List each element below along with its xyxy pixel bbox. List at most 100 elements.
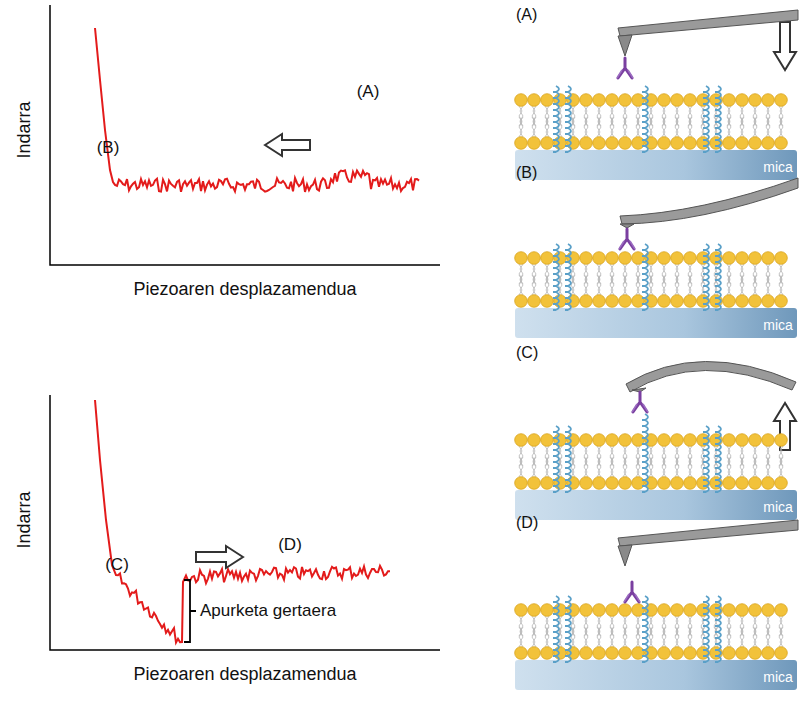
lipid-head — [762, 94, 775, 107]
curve-marker: (D) — [278, 536, 302, 555]
lipid-head — [541, 647, 554, 660]
lipid-head — [775, 94, 788, 107]
lipid-head — [619, 137, 632, 150]
protein-helix — [715, 426, 721, 492]
lipid-head — [723, 477, 736, 490]
lipid-head — [749, 252, 762, 265]
lipid-head — [515, 647, 528, 660]
lipid-head — [593, 477, 606, 490]
protein-helix — [642, 596, 648, 662]
lipid-head — [736, 434, 749, 447]
event-label: Apurketa gertaera — [200, 602, 336, 621]
lipid-head — [775, 295, 788, 308]
lipid-head — [684, 434, 697, 447]
lipid-head — [541, 434, 554, 447]
protein-helix — [553, 596, 559, 662]
afm-panel — [515, 361, 797, 520]
lipid-head — [736, 295, 749, 308]
protein-helix — [715, 596, 721, 662]
lipid-head — [528, 604, 541, 617]
lipid-head — [619, 604, 632, 617]
protein-helix — [642, 86, 648, 152]
lipid-head — [567, 295, 580, 308]
lipid-head — [723, 94, 736, 107]
lipid-head — [671, 604, 684, 617]
lipid-head — [671, 137, 684, 150]
protein-helix — [703, 244, 709, 310]
substrate-label: mica — [763, 318, 793, 333]
lipid-head — [723, 295, 736, 308]
lipid-head — [515, 252, 528, 265]
lipid-head — [684, 137, 697, 150]
axis-title: Piezoaren desplazamendua — [133, 280, 356, 300]
retract-curve — [95, 400, 390, 643]
lipid-head — [684, 477, 697, 490]
lipid-head — [515, 137, 528, 150]
afm-panel — [515, 178, 798, 338]
substrate-label: mica — [763, 160, 793, 175]
lipid-head — [684, 604, 697, 617]
lipid-head — [554, 647, 567, 660]
lipid-head — [606, 647, 619, 660]
lipid-head — [580, 94, 593, 107]
afm-tip — [618, 35, 632, 56]
axis-title: Indarra — [15, 491, 35, 548]
protein-helix — [703, 86, 709, 152]
lipid-head — [580, 295, 593, 308]
lipid-head — [528, 477, 541, 490]
lipid-head — [749, 434, 762, 447]
lipid-head — [593, 604, 606, 617]
lipid-head — [580, 434, 593, 447]
force-curves — [95, 28, 419, 643]
lipid-head — [632, 477, 645, 490]
antibody-chain — [632, 404, 648, 412]
cantilever — [626, 361, 796, 392]
lipid-head — [762, 295, 775, 308]
lipid-head — [528, 295, 541, 308]
protein-helix — [553, 426, 559, 492]
lipid-head — [567, 477, 580, 490]
lipid-head — [580, 137, 593, 150]
lipid-head — [684, 647, 697, 660]
lipid-head — [567, 137, 580, 150]
lipid-head — [528, 647, 541, 660]
afm-tip — [618, 545, 632, 566]
antibody-chain — [617, 70, 633, 78]
lipid-head — [593, 137, 606, 150]
lipid-head — [736, 94, 749, 107]
lipid-head — [632, 647, 645, 660]
antibody — [620, 229, 634, 249]
lipid-head — [541, 252, 554, 265]
axis-title: Piezoaren desplazamendua — [133, 665, 356, 685]
bracket — [184, 580, 196, 642]
lipid-head — [619, 252, 632, 265]
lipid-head — [736, 647, 749, 660]
lipid-head — [723, 252, 736, 265]
lipid-head — [775, 604, 788, 617]
lipid-head — [775, 434, 788, 447]
lipid-head — [749, 477, 762, 490]
lipid-head — [593, 647, 606, 660]
mica-substrate — [515, 660, 797, 690]
lipid-head — [606, 604, 619, 617]
lipid-head — [658, 647, 671, 660]
lipid-head — [593, 94, 606, 107]
lipid-head — [580, 604, 593, 617]
protein-helix — [553, 86, 559, 152]
protein-helix — [565, 426, 571, 492]
lipid-head — [749, 647, 762, 660]
lipid-head — [580, 252, 593, 265]
antibody-chain — [624, 594, 640, 602]
curve-marker: (C) — [105, 556, 129, 575]
lipid-head — [619, 477, 632, 490]
lipid-head — [554, 477, 567, 490]
lipid-head — [671, 295, 684, 308]
mica-substrate — [515, 490, 797, 520]
lipid-head — [749, 137, 762, 150]
lipid-head — [619, 434, 632, 447]
lipid-head — [606, 94, 619, 107]
lipid-head — [684, 94, 697, 107]
lipid-head — [606, 477, 619, 490]
lipid-head — [658, 137, 671, 150]
antibody — [633, 392, 647, 412]
